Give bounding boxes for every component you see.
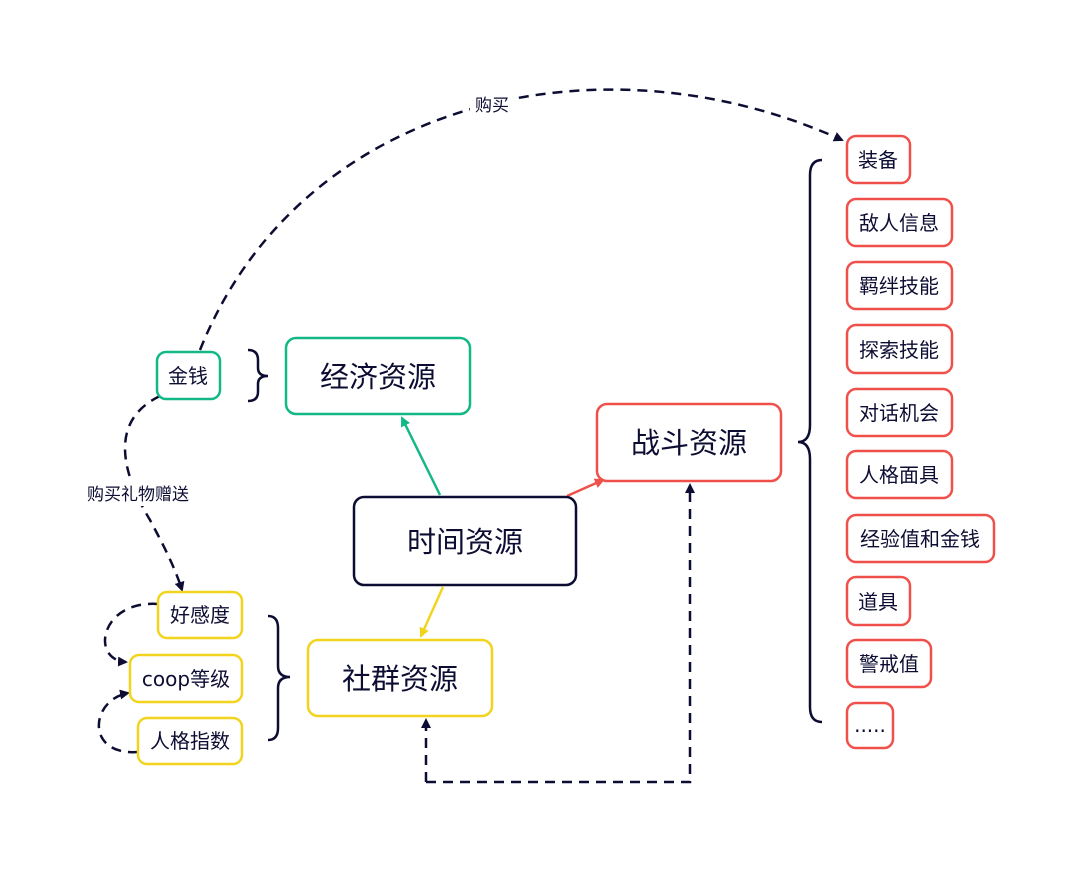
node-combat-item: 探索技能: [845, 323, 954, 375]
edge-affinity-loop: [103, 602, 159, 667]
node-combat-item: .....: [845, 701, 895, 750]
node-social-item: 人格指数: [136, 716, 244, 766]
edge-money-to-affinity: [123, 394, 185, 592]
node-combat-item: 羁绊技能: [845, 260, 954, 311]
edge-label-buy: 购买: [475, 96, 509, 116]
svg-text:羁绊技能: 羁绊技能: [859, 274, 939, 298]
svg-text:经验值和金钱: 经验值和金钱: [860, 527, 980, 551]
svg-text:对话机会: 对话机会: [859, 401, 939, 425]
brace-social: [267, 614, 291, 742]
svg-text:经济资源: 经济资源: [320, 360, 436, 394]
node-time: 时间资源: [352, 495, 578, 587]
svg-text:金钱: 金钱: [168, 364, 208, 388]
node-social-item: coop等级: [128, 653, 244, 704]
edge-label-buy-bg: [470, 93, 514, 117]
edge-money-to-equipment: [198, 88, 844, 351]
svg-text:战斗资源: 战斗资源: [631, 426, 747, 460]
svg-text:社群资源: 社群资源: [342, 662, 458, 696]
node-combat-item: 人格面具: [845, 449, 954, 500]
edge-time-to-economy: [400, 416, 442, 496]
node-combat-item: 敌人信息: [845, 197, 954, 248]
node-combat-item: 对话机会: [845, 387, 954, 438]
svg-text:探索技能: 探索技能: [859, 338, 939, 362]
node-money: 金钱: [155, 350, 222, 401]
brace-money: [247, 348, 269, 403]
svg-text:时间资源: 时间资源: [407, 525, 523, 559]
svg-text:.....: .....: [854, 713, 886, 737]
edge-social-combat-loop: [426, 483, 695, 784]
node-economy: 经济资源: [284, 336, 472, 416]
node-social-item: 好感度: [156, 590, 244, 640]
node-combat-item: 警戒值: [845, 638, 933, 689]
edge-label-buy-gift-bg: [78, 482, 200, 506]
edge-time-to-social: [419, 586, 445, 638]
edge-label-buy-gift: 购买礼物赠送: [87, 485, 189, 505]
svg-text:道具: 道具: [858, 590, 898, 614]
node-social: 社群资源: [306, 638, 494, 718]
svg-text:装备: 装备: [858, 148, 898, 172]
node-combat-item: 装备: [845, 134, 912, 185]
node-combat-item: 经验值和金钱: [845, 513, 996, 564]
brace-combat: [797, 158, 823, 724]
node-combat: 战斗资源: [595, 402, 783, 483]
svg-text:coop等级: coop等级: [142, 667, 230, 691]
svg-text:警戒值: 警戒值: [859, 652, 919, 676]
edge-time-to-combat: [566, 478, 605, 498]
svg-text:人格指数: 人格指数: [150, 729, 230, 753]
node-combat-item: 道具: [845, 575, 912, 627]
edge-coop-loop: [97, 689, 139, 754]
svg-text:敌人信息: 敌人信息: [859, 211, 939, 235]
svg-text:好感度: 好感度: [170, 603, 230, 627]
svg-text:人格面具: 人格面具: [859, 463, 939, 487]
